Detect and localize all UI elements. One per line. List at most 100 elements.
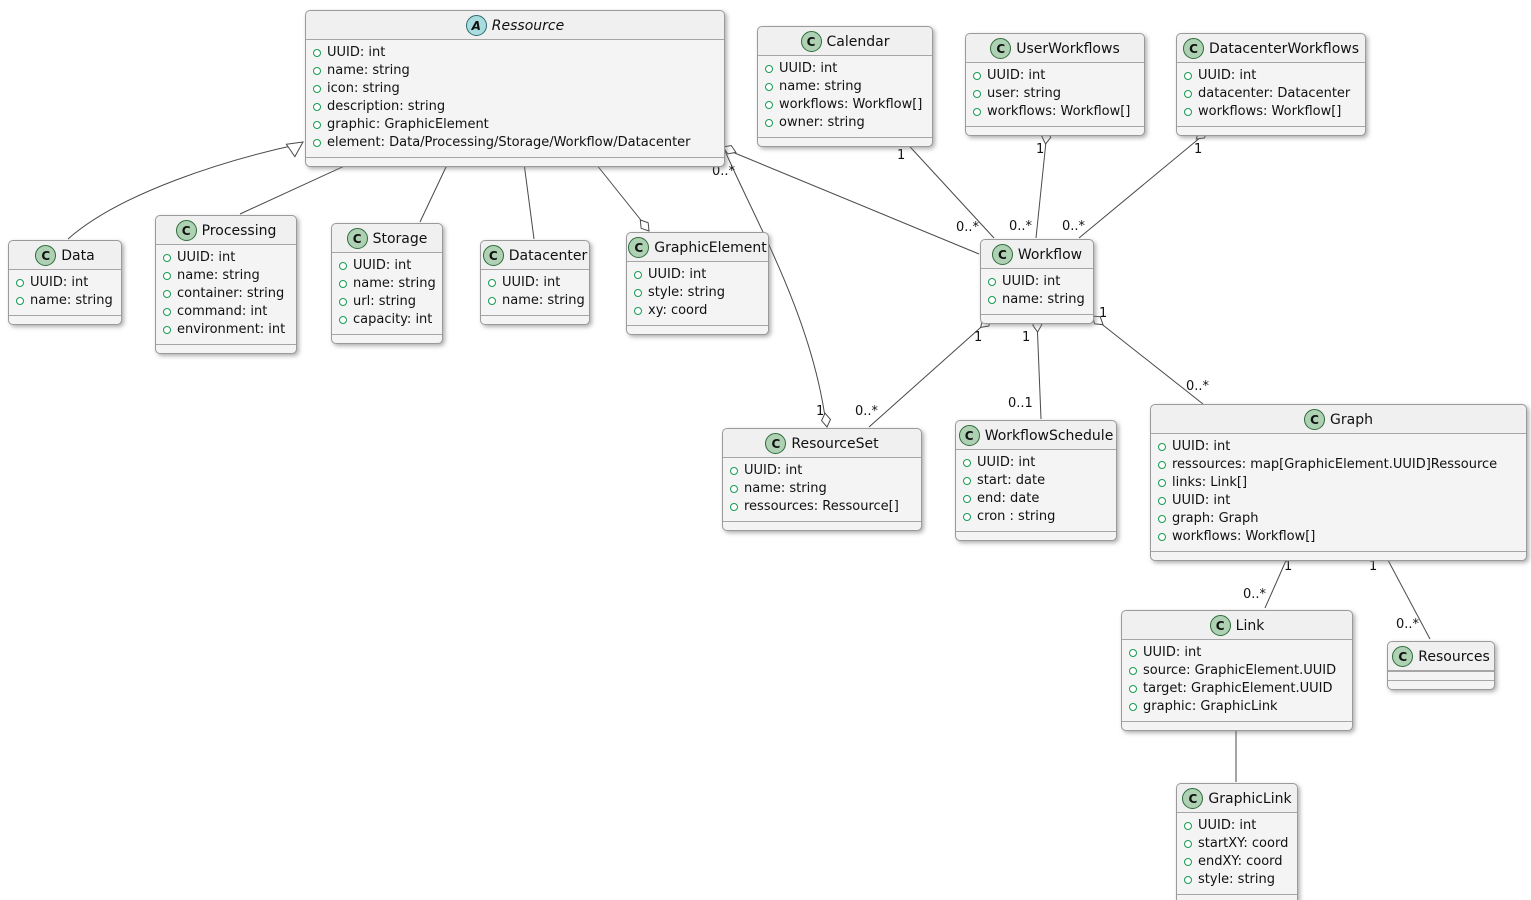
field-visibility-icon (1184, 108, 1192, 116)
attribute-text: name: string (353, 276, 436, 291)
attribute-row: UUID: int (966, 67, 1144, 85)
field-visibility-icon (1184, 822, 1192, 830)
field-visibility-icon (1158, 443, 1166, 451)
attribute-text: environment: int (177, 322, 286, 337)
empty-compartment (306, 157, 724, 166)
attribute-text: UUID: int (30, 275, 89, 290)
attribute-row: workflows: Workflow[] (758, 96, 932, 114)
attribute-row: style: string (627, 284, 768, 302)
attribute-row: source: GraphicElement.UUID (1122, 662, 1352, 680)
empty-compartment (758, 137, 932, 146)
class-name: GraphicElement (654, 239, 767, 256)
attribute-row: workflows: Workflow[] (1177, 103, 1365, 121)
attribute-text: workflows: Workflow[] (1198, 104, 1342, 119)
multiplicity-label: 0..* (855, 404, 879, 419)
field-visibility-icon (1158, 515, 1166, 523)
class-spot-icon: C (991, 244, 1013, 265)
field-visibility-icon (1184, 840, 1192, 848)
class-spot-icon: C (1392, 646, 1414, 667)
field-visibility-icon (339, 316, 347, 324)
class-spot-icon: C (1209, 615, 1231, 636)
attribute-text: UUID: int (977, 455, 1036, 470)
empty-compartment (627, 325, 768, 334)
field-visibility-icon (765, 119, 773, 127)
attribute-row: name: string (723, 480, 921, 498)
empty-compartment (981, 314, 1093, 323)
field-visibility-icon (963, 495, 971, 503)
attribute-text: cron : string (977, 509, 1056, 524)
multiplicity-label: 1 (1036, 142, 1044, 157)
field-visibility-icon (163, 326, 171, 334)
attribute-text: UUID: int (1172, 439, 1231, 454)
abstract-spot-icon: A (465, 15, 487, 36)
field-visibility-icon (963, 459, 971, 467)
attribute-row: UUID: int (981, 273, 1093, 291)
attribute-row: UUID: int (627, 266, 768, 284)
field-visibility-icon (163, 308, 171, 316)
multiplicity-label: 1 (1022, 330, 1030, 345)
class-name: Resources (1418, 648, 1490, 665)
attribute-row: graphic: GraphicLink (1122, 698, 1352, 716)
class-name: Datacenter (508, 247, 588, 264)
attribute-row: xy: coord (627, 302, 768, 320)
multiplicity-label: 1 (1369, 559, 1377, 574)
attribute-row: cron : string (956, 508, 1116, 526)
attribute-row: UUID: int (1177, 817, 1297, 835)
attribute-text: xy: coord (648, 303, 708, 318)
attribute-text: name: string (1002, 292, 1085, 307)
field-visibility-icon (963, 477, 971, 485)
attribute-row: UUID: int (332, 257, 442, 275)
attribute-row: UUID: int (1151, 492, 1526, 510)
empty-compartment (723, 521, 921, 530)
empty-compartment (1122, 721, 1352, 730)
attribute-row: workflows: Workflow[] (966, 103, 1144, 121)
class-spot-icon: C (628, 237, 650, 258)
multiplicity-label: 0..* (956, 220, 980, 235)
field-visibility-icon (313, 85, 321, 93)
attribute-text: UUID: int (1143, 645, 1202, 660)
field-visibility-icon (730, 503, 738, 511)
field-visibility-icon (16, 279, 24, 287)
field-visibility-icon (634, 307, 642, 315)
class-spot-icon: C (1182, 38, 1204, 59)
attribute-row: name: string (306, 62, 724, 80)
attribute-row: datacenter: Datacenter (1177, 85, 1365, 103)
field-visibility-icon (313, 139, 321, 147)
attribute-row: target: GraphicElement.UUID (1122, 680, 1352, 698)
edge-aggregation-DatacenterWorkflows-Workflow (1078, 131, 1208, 239)
class-spot-icon: C (482, 245, 504, 266)
multiplicity-label: 0..1 (1008, 396, 1033, 411)
attribute-text: UUID: int (744, 463, 803, 478)
aggregation-diamond-icon (1091, 315, 1104, 326)
field-visibility-icon (163, 290, 171, 298)
attribute-text: endXY: coord (1198, 854, 1283, 869)
attribute-text: container: string (177, 286, 285, 301)
class-name: Workflow (1017, 246, 1083, 263)
multiplicity-label: 0..* (1062, 219, 1086, 234)
attribute-row: name: string (332, 275, 442, 293)
edge-aggregation-Calendar-Workflow (900, 136, 995, 239)
attribute-text: end: date (977, 491, 1040, 506)
empty-compartment (9, 315, 121, 324)
empty-compartment (332, 334, 442, 343)
attribute-text: name: string (502, 293, 585, 308)
attribute-text: name: string (327, 63, 410, 78)
